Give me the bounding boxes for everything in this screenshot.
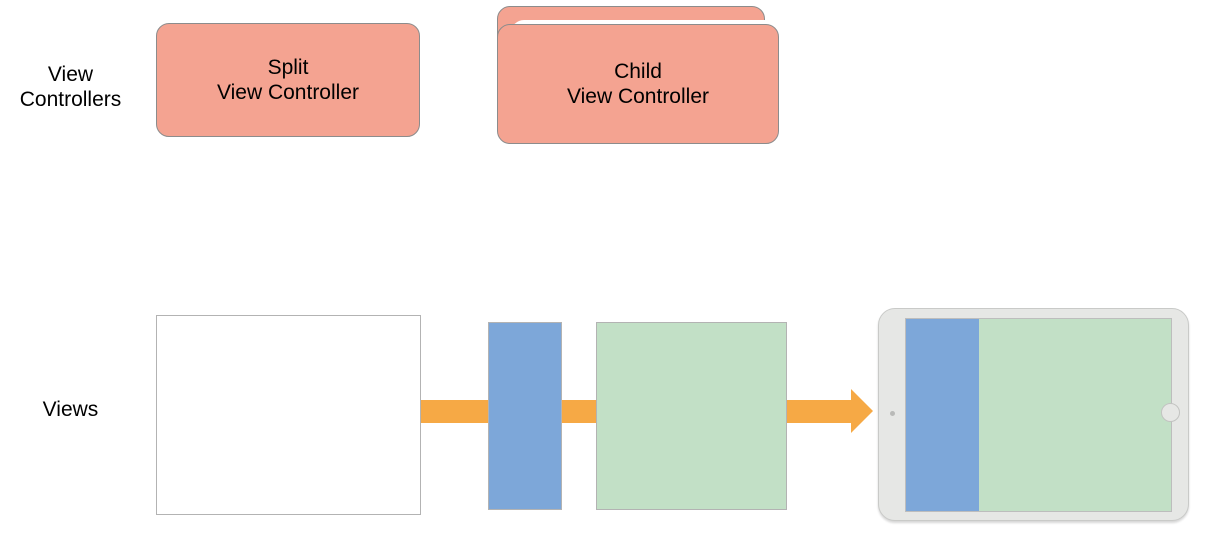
row-label-view-controllers: View Controllers <box>19 63 122 111</box>
arrow-head-icon <box>851 389 873 433</box>
row-label-views: Views <box>42 398 99 421</box>
ipad-device <box>878 308 1189 521</box>
connector-segment-2 <box>560 400 604 423</box>
ipad-screen-primary-pane <box>906 319 979 511</box>
primary-view-rect[interactable] <box>488 322 562 510</box>
child-view-controller-card[interactable]: Child View Controller <box>497 24 779 144</box>
front-camera-icon <box>890 411 895 416</box>
ipad-screen-secondary-pane <box>979 319 1171 511</box>
home-button-icon[interactable] <box>1161 403 1180 422</box>
secondary-view-rect[interactable] <box>596 322 787 510</box>
window-view-rect[interactable] <box>156 315 421 515</box>
split-view-controller-card[interactable]: Split View Controller <box>156 23 420 137</box>
ipad-screen <box>905 318 1172 512</box>
connector-segment-3 <box>786 400 853 423</box>
